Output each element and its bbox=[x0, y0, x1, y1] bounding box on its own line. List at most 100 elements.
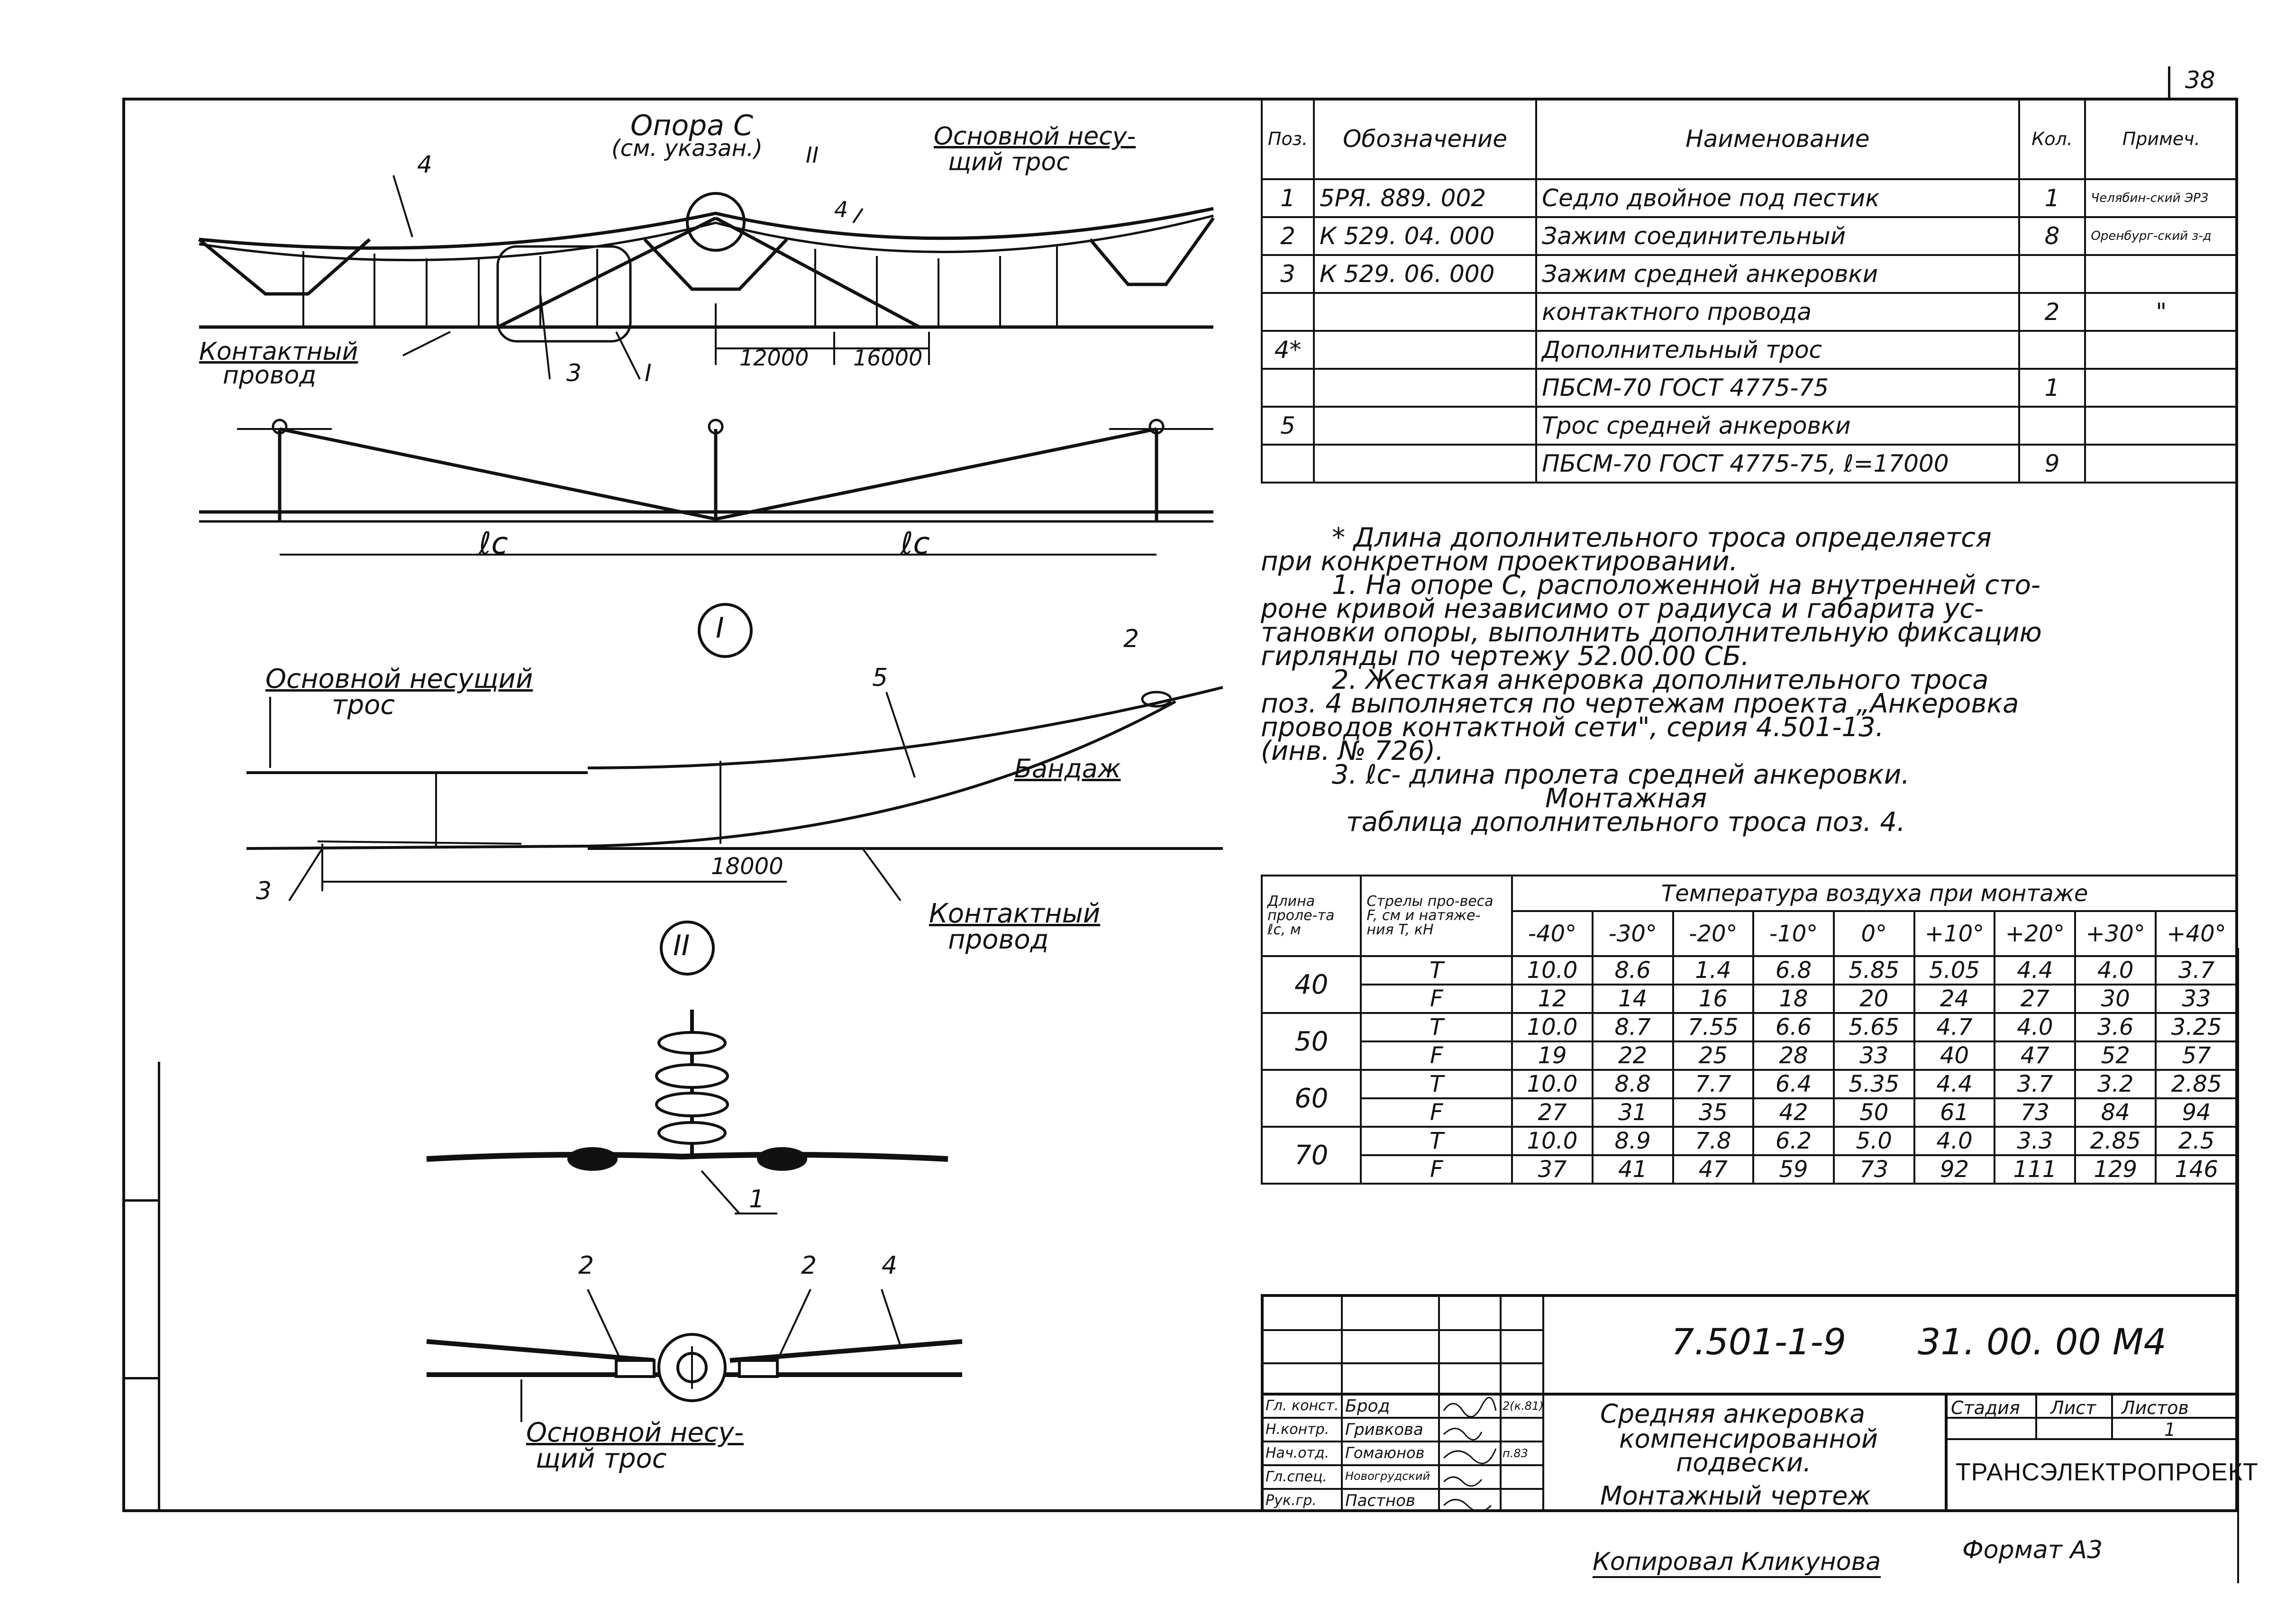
spec-name: ПБСМ-70 ГОСТ 4775-75 bbox=[1535, 368, 2020, 408]
support-c-label: Опора С bbox=[630, 109, 753, 142]
mount-value-cell: 10.0 bbox=[1511, 1126, 1594, 1156]
bandage-label: Бандаж bbox=[1014, 754, 1121, 784]
pos-4-detail-II: 4 bbox=[882, 1251, 898, 1280]
title-line-2: компенсированной bbox=[1619, 1424, 1878, 1454]
doc-number: 31. 00. 00 М4 bbox=[1918, 1321, 2167, 1363]
mount-value-cell: 2.5 bbox=[2155, 1126, 2238, 1156]
mount-value-cell: 57 bbox=[2155, 1040, 2238, 1071]
mount-temps-row: -40° -30° -20° -10° 0° +10° +20° +30° +4… bbox=[1262, 910, 2238, 957]
mount-param-cell: T bbox=[1360, 1069, 1513, 1099]
spec-qty: 1 bbox=[2018, 368, 2086, 408]
title-line-4: Монтажный чертеж bbox=[1600, 1481, 1871, 1511]
dim-16000: 16000 bbox=[853, 345, 923, 371]
mount-value-cell: 129 bbox=[2074, 1154, 2157, 1185]
contact-label-detail-2: провод bbox=[948, 924, 1049, 955]
mount-value-cell: 16 bbox=[1672, 984, 1755, 1014]
support-mid bbox=[643, 238, 788, 291]
format-label: Формат А3 bbox=[1962, 1536, 2103, 1564]
spec-name: Зажим соединительный bbox=[1535, 216, 2020, 256]
note-2-line-3: проводов контактной сети", серия 4.501-1… bbox=[1261, 712, 1884, 743]
spec-row: 4* Дополнительный трос bbox=[1261, 330, 2238, 370]
mount-value-cell: 27 bbox=[1994, 984, 2076, 1014]
spec-note: Оренбург-ский з-д bbox=[2084, 216, 2238, 256]
pos-4-top: 4 bbox=[417, 151, 432, 178]
spec-designation bbox=[1312, 292, 1538, 332]
carrier-label-detail-I-2: трос bbox=[332, 690, 395, 721]
dim-12000: 12000 bbox=[739, 345, 809, 371]
mounting-table: Длина проле-та ℓс, м Стрелы про-веса F, … bbox=[1260, 875, 2238, 1185]
note-asterisk-1: * Длина дополнительного троса определяет… bbox=[1332, 522, 1992, 553]
mount-value-cell: 7.55 bbox=[1672, 1012, 1755, 1042]
detail-I-frame bbox=[496, 245, 632, 343]
stage-label: Стадия bbox=[1951, 1397, 2020, 1418]
spec-row: ПБСМ-70 ГОСТ 4775-75, ℓ=17000 9 bbox=[1261, 444, 2238, 484]
mount-value-cell: 6.6 bbox=[1752, 1012, 1835, 1042]
span-lc-right: ℓс bbox=[901, 526, 930, 561]
support-right bbox=[1089, 217, 1215, 286]
spec-header-pos: Поз. bbox=[1261, 98, 1315, 180]
mount-temp-header: Температура воздуха при монтаже bbox=[1511, 875, 2238, 912]
spec-designation: К 529. 04. 000 bbox=[1312, 216, 1538, 256]
mount-value-cell: 84 bbox=[2074, 1097, 2157, 1128]
notes-block: * Длина дополнительного троса определяет… bbox=[1261, 522, 2237, 836]
mount-value-cell: 10.0 bbox=[1511, 1012, 1594, 1042]
mount-table-title-1: Монтажная bbox=[1545, 783, 1707, 814]
mount-value-cell: 5.65 bbox=[1832, 1012, 1915, 1042]
mount-span-cell: 50 bbox=[1260, 1012, 1362, 1071]
mount-value-cell: 33 bbox=[1832, 1040, 1915, 1071]
spec-qty: 8 bbox=[2018, 216, 2086, 256]
carrier-label-detail-I: Основной несущий bbox=[265, 664, 533, 694]
mount-span-cell: 70 bbox=[1260, 1126, 1362, 1185]
mount-value-cell: 3.25 bbox=[2155, 1012, 2238, 1042]
temp-cell: +10° bbox=[1913, 910, 1996, 957]
spec-designation: К 529. 06. 000 bbox=[1312, 254, 1538, 294]
spec-row: 3 К 529. 06. 000 Зажим средней анкеровки bbox=[1261, 254, 2238, 294]
mount-param-cell: T bbox=[1360, 955, 1513, 985]
temp-cell: -10° bbox=[1752, 910, 1835, 957]
support-left bbox=[198, 238, 371, 296]
mount-value-cell: 4.7 bbox=[1913, 1012, 1996, 1042]
mount-value-cell: 50 bbox=[1832, 1097, 1915, 1128]
pos-2-detail: 2 bbox=[1123, 625, 1139, 653]
spec-pos bbox=[1261, 444, 1315, 484]
sign-name: Гривкова bbox=[1345, 1420, 1423, 1439]
contact-label-top-2: провод bbox=[223, 361, 317, 390]
mount-value-cell: 27 bbox=[1511, 1097, 1594, 1128]
spec-name: Зажим средней анкеровки bbox=[1535, 254, 2020, 294]
temp-cell: -20° bbox=[1672, 910, 1755, 957]
mount-value-cell: 4.0 bbox=[1994, 1012, 2076, 1042]
copied-by: Копировал Кликунова bbox=[1593, 1548, 1881, 1578]
note-asterisk-2: при конкретном проектировании. bbox=[1261, 546, 1738, 577]
carrier-label-top: Основной несу- bbox=[934, 122, 1136, 151]
carrier-cable bbox=[199, 207, 1214, 250]
mount-value-cell: 6.2 bbox=[1752, 1126, 1835, 1156]
note-1-line-2: роне кривой независимо от радиуса и габа… bbox=[1261, 593, 1984, 624]
detail-I-view bbox=[246, 603, 1223, 902]
mount-value-cell: 3.2 bbox=[2074, 1069, 2157, 1099]
spec-qty: 2 bbox=[2018, 292, 2086, 332]
sign-role: Н.контр. bbox=[1266, 1421, 1330, 1438]
mount-value-cell: 3.3 bbox=[1994, 1126, 2076, 1156]
contact-label-detail: Контактный bbox=[929, 898, 1101, 929]
mount-value-cell: 94 bbox=[2155, 1097, 2238, 1128]
note-2-line-4: (инв. № 726). bbox=[1261, 736, 1444, 766]
spec-row: 1 5РЯ. 889. 002 Седло двойное под пестик… bbox=[1261, 178, 2238, 218]
note-1-line-3: тановки опоры, выполнить дополнительную … bbox=[1261, 617, 2042, 648]
top-view bbox=[198, 175, 1215, 380]
mount-value-cell: 12 bbox=[1511, 984, 1594, 1014]
doc-code: 7.501-1-9 bbox=[1671, 1321, 1847, 1363]
pos-2a-detail-II: 2 bbox=[578, 1251, 594, 1280]
temp-cell: 0° bbox=[1832, 910, 1915, 957]
mount-value-cell: 41 bbox=[1591, 1154, 1674, 1185]
mount-value-cell: 5.05 bbox=[1913, 955, 1996, 985]
spec-note bbox=[2084, 254, 2238, 294]
spec-qty bbox=[2018, 330, 2086, 370]
mount-value-cell: 61 bbox=[1913, 1097, 1996, 1128]
mount-value-cell: 146 bbox=[2155, 1154, 2238, 1185]
spec-header-note: Примеч. bbox=[2084, 98, 2238, 180]
span-lc-left: ℓс bbox=[479, 526, 508, 561]
